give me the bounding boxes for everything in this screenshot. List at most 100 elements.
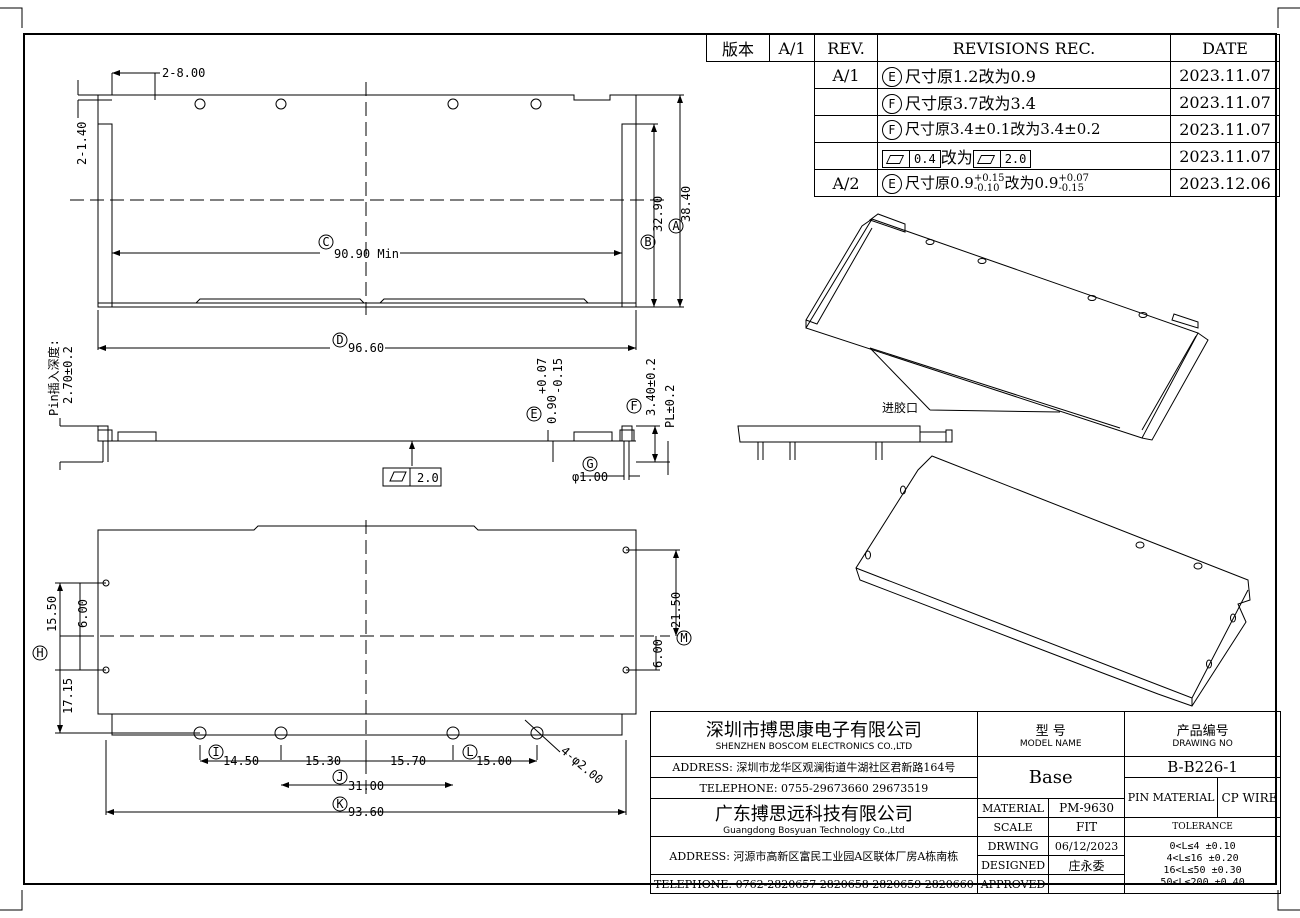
dim-2-8: 2-8.00 bbox=[162, 66, 205, 80]
marker-m: M bbox=[676, 630, 692, 646]
dim-4-phi-2: 4-φ2.00 bbox=[558, 744, 606, 787]
rev-row-4-rev bbox=[814, 142, 878, 170]
dim-31-00: 31.00 bbox=[348, 779, 384, 793]
model-header: 型 号 MODEL NAME bbox=[976, 711, 1125, 757]
rev-row-3-rev bbox=[814, 115, 878, 143]
sheet-border bbox=[0, 7, 1300, 911]
svg-text:I: I bbox=[212, 745, 219, 759]
dim-14-50: 14.50 bbox=[223, 754, 259, 768]
marker-h: H bbox=[32, 645, 48, 661]
tolerance-table: 0<L≤4 ±0.10 4<L≤16 ±0.20 16<L≤50 ±0.30 5… bbox=[1123, 836, 1282, 894]
company-2: 广东搏思远科技有限公司 Guangdong Bosyuan Technology… bbox=[650, 798, 978, 837]
drawing-header: 产品编号 DRAWING NO bbox=[1123, 711, 1282, 757]
dim-f-value: 3.40±0.2 bbox=[644, 358, 658, 416]
address-1: ADDRESS: 深圳市龙华区观澜街道牛湖社区君新路164号 bbox=[650, 756, 978, 778]
svg-text:A: A bbox=[672, 219, 680, 233]
svg-text:E: E bbox=[530, 407, 537, 421]
dim-d-value: 96.60 bbox=[348, 341, 384, 355]
marker-c: C bbox=[318, 234, 334, 250]
flatness-icon bbox=[974, 150, 1001, 167]
marker-b: B bbox=[640, 234, 656, 250]
flatness-icon bbox=[883, 150, 910, 167]
top-view-arrows bbox=[98, 70, 683, 351]
date-header: DATE bbox=[1170, 34, 1280, 62]
rev-row-4-date: 2023.11.07 bbox=[1170, 142, 1280, 170]
dim-15-00: 15.00 bbox=[476, 754, 512, 768]
material-label: MATERIAL bbox=[976, 798, 1050, 818]
pin-depth-label: Pin插入深度: bbox=[46, 339, 61, 416]
gate-label: 进胶口 bbox=[882, 400, 918, 415]
flatness-value: 2.0 bbox=[417, 471, 439, 485]
dim-6-00-a: 6.00 bbox=[76, 599, 90, 628]
marker-l: L bbox=[462, 744, 478, 760]
rev-row-5-rev: A/2 bbox=[814, 169, 878, 197]
designed-label: DESIGNED bbox=[976, 855, 1050, 875]
flatness-symbol-new: 2.0 bbox=[972, 149, 1032, 168]
svg-text:B: B bbox=[644, 235, 651, 249]
version-label: 版本 bbox=[706, 34, 770, 62]
rev-row-1-date: 2023.11.07 bbox=[1170, 61, 1280, 89]
drwing-label: DRWING bbox=[976, 836, 1050, 856]
pin-material-label: PIN MATERIAL bbox=[1123, 777, 1219, 818]
marker-k: K bbox=[332, 796, 348, 812]
marker-d: D bbox=[332, 332, 348, 348]
scale-label: SCALE bbox=[976, 817, 1050, 837]
approved-label: APPROVED bbox=[976, 874, 1050, 894]
dim-e-value: 0.90 bbox=[545, 395, 559, 424]
dim-pl-value: PL±0.2 bbox=[663, 385, 677, 428]
rev-row-2-rev bbox=[814, 88, 878, 116]
top-view bbox=[70, 72, 684, 350]
telephone-2: TELEPHONE: 0762-2820657 2820658 2820659 … bbox=[650, 874, 978, 894]
dim-38-40: 38.40 bbox=[679, 186, 693, 222]
pin-depth-value: 2.70±0.2 bbox=[61, 346, 75, 404]
dim-c-value: 90.90 Min bbox=[334, 247, 399, 261]
scale-value: FIT bbox=[1048, 817, 1125, 837]
rev-row-2-date: 2023.11.07 bbox=[1170, 88, 1280, 116]
title-block: 深圳市搏思康电子有限公司 SHENZHEN BOSCOM ELECTRONICS… bbox=[650, 711, 1282, 894]
side-view bbox=[59, 418, 670, 487]
dim-32-90: 32.90 bbox=[651, 196, 665, 232]
dim-15-50: 15.50 bbox=[45, 596, 59, 632]
dim-e-up: +0.07 bbox=[535, 358, 549, 394]
side-view-arrows bbox=[409, 426, 658, 462]
svg-text:G: G bbox=[586, 457, 593, 471]
marker-e: E bbox=[526, 406, 542, 422]
bottom-view-arrows bbox=[57, 550, 679, 815]
marker-g: G bbox=[582, 456, 598, 472]
material-value: PM-9630 bbox=[1048, 798, 1125, 818]
svg-text:D: D bbox=[336, 333, 343, 347]
flatness-symbol-old: 0.4 bbox=[882, 149, 941, 168]
dim-6-00-b: 6.00 bbox=[651, 639, 665, 668]
dim-e-dn: -0.15 bbox=[551, 358, 565, 394]
dim-93-60: 93.60 bbox=[348, 805, 384, 819]
approved-value bbox=[1048, 874, 1125, 894]
designed-value: 庄永委 bbox=[1048, 855, 1125, 875]
bottom-view bbox=[55, 520, 680, 815]
drawing-value: B-B226-1 bbox=[1123, 756, 1282, 778]
svg-text:J: J bbox=[336, 770, 343, 784]
company-1: 深圳市搏思康电子有限公司 SHENZHEN BOSCOM ELECTRONICS… bbox=[650, 711, 978, 757]
dim-21-50: 21.50 bbox=[669, 592, 683, 628]
address-2: ADDRESS: 河源市高新区富民工业园A区联体厂房A栋南栋 bbox=[650, 836, 978, 875]
rev-row-5-date: 2023.12.06 bbox=[1170, 169, 1280, 197]
svg-text:C: C bbox=[322, 235, 329, 249]
dim-17-15: 17.15 bbox=[61, 678, 75, 714]
drwing-value: 06/12/2023 bbox=[1048, 836, 1125, 856]
marker-i: I bbox=[208, 744, 224, 760]
rev-header: REV. bbox=[814, 34, 878, 62]
svg-text:H: H bbox=[36, 646, 43, 660]
version-value: A/1 bbox=[769, 34, 815, 62]
model-value: Base bbox=[976, 756, 1125, 799]
marker-f: F bbox=[626, 398, 642, 414]
tolerance-label: TOLERANCE bbox=[1123, 817, 1282, 837]
isometric-view-top bbox=[737, 213, 1209, 460]
telephone-1: TELEPHONE: 0755-29673660 29673519 bbox=[650, 777, 978, 799]
records-header: REVISIONS REC. bbox=[877, 34, 1171, 62]
dim-15-30: 15.30 bbox=[305, 754, 341, 768]
